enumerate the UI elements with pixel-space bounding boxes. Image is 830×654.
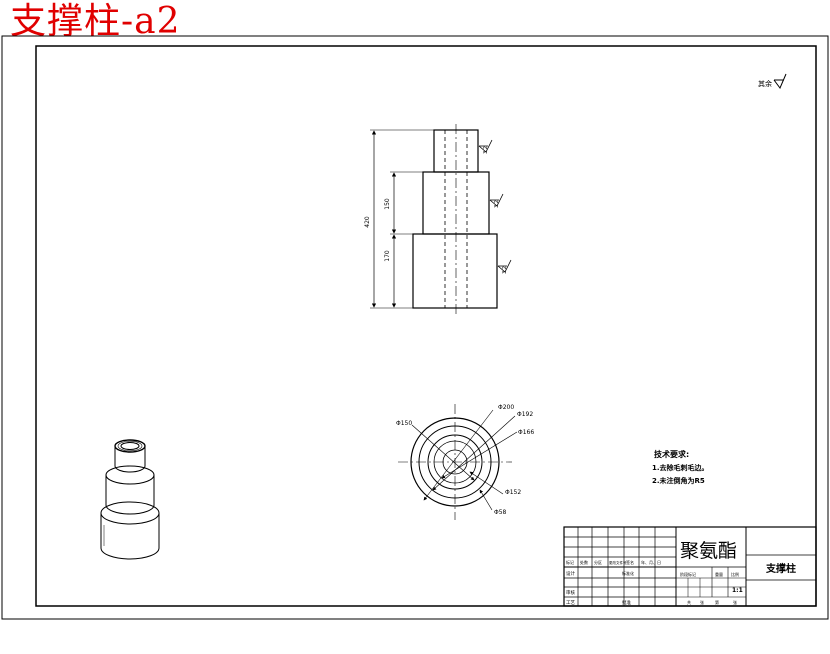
- title-block-row-change-doc: 更改文件号: [609, 560, 627, 565]
- dim-dia-150: Φ150: [396, 420, 412, 427]
- dim-overall-height: 420: [364, 216, 371, 228]
- title-block-sheet-no: 第: [715, 599, 719, 605]
- title-block-craft: 工艺: [566, 600, 575, 606]
- top-view: [398, 404, 518, 520]
- isometric-view: [100, 439, 160, 560]
- dim-dia-200: Φ200: [498, 404, 514, 411]
- svg-text:其余: 其余: [758, 79, 772, 88]
- dim-lower-height: 170: [384, 250, 391, 262]
- roughness-label-2: 3.2: [494, 200, 500, 208]
- title-block-part-name: 支撑柱: [765, 562, 796, 575]
- title-block-row-mark: 标记: [566, 559, 574, 565]
- roughness-label-3: 3.2: [502, 266, 508, 274]
- title-block-ratio: 比例: [731, 571, 739, 577]
- outer-border: [1, 35, 829, 620]
- title-block-row-count: 处数: [580, 559, 588, 565]
- title-block-weight: 重量: [715, 571, 723, 577]
- tech-requirement-2: 2.未注倒角为R5: [652, 476, 705, 485]
- dim-dia-192: Φ192: [517, 411, 533, 418]
- title-block-material: 聚氨酯: [680, 540, 737, 562]
- title-block-sheet-unit-1: 张: [700, 599, 704, 605]
- title-block-sheet-unit-2: 张: [733, 599, 737, 605]
- dim-middle-height: 150: [384, 198, 391, 210]
- inner-border: [35, 45, 817, 607]
- lower-section: [412, 233, 498, 309]
- title-block: [563, 526, 817, 607]
- title-block-standard: 标准化: [622, 570, 634, 576]
- title-block-row-zone: 分区: [594, 559, 602, 565]
- front-view: [370, 124, 512, 316]
- roughness-note: 其余: [758, 73, 787, 89]
- dim-dia-58: Φ58: [494, 509, 507, 516]
- title-block-designer: 设计: [566, 570, 575, 577]
- tech-requirements-title: 技术要求:: [654, 449, 689, 459]
- dim-dia-166: Φ166: [518, 429, 534, 436]
- title-block-scale: 1:1: [732, 587, 743, 594]
- tech-requirements: 技术要求: 1.去除毛刺毛边。 2.未注倒角为R5: [652, 449, 709, 485]
- title-block-checker: 审核: [566, 589, 575, 596]
- title-block-approve: 批准: [622, 599, 631, 606]
- title-block-row-signature: 签名: [626, 559, 634, 565]
- title-block-stage-mark: 阶段标记: [680, 571, 696, 577]
- roughness-label-1: 3.2: [483, 146, 489, 154]
- tech-requirement-1: 1.去除毛刺毛边。: [652, 463, 709, 472]
- watermark-title: 支撑柱-a2: [10, 1, 181, 42]
- dim-dia-152: Φ152: [505, 489, 521, 496]
- title-block-sheet-total: 共: [687, 599, 691, 605]
- title-block-row-date: 年、月、日: [641, 559, 661, 565]
